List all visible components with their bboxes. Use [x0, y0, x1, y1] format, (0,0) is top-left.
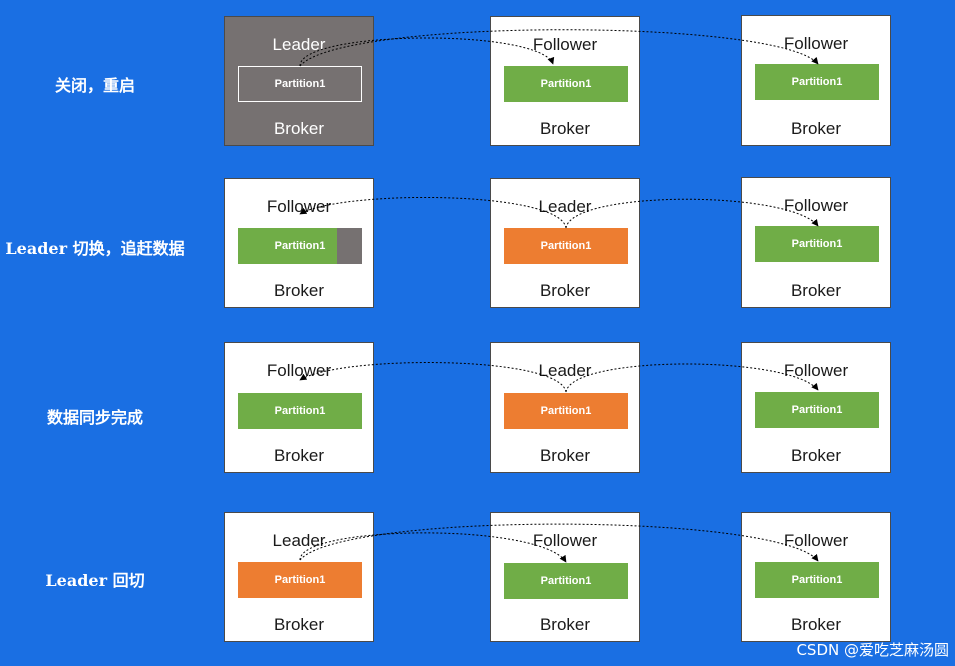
broker-name-label: Broker	[273, 615, 325, 634]
row-label-leader-switch: Leader 切换，追赶数据	[5, 239, 185, 258]
partition-block: Partition1	[238, 393, 362, 429]
broker-name-label: Broker	[790, 615, 842, 634]
broker-node: Follower Partition1 Broker	[741, 512, 891, 642]
broker-node: Leader Partition1 Broker	[490, 342, 640, 473]
broker-role-label: Follower	[783, 361, 849, 380]
broker-role-label: Leader	[272, 531, 326, 550]
broker-name-label: Broker	[539, 119, 591, 138]
row-label-leader-switch-back: Leader 回切	[45, 571, 145, 590]
broker-name-label: Broker	[273, 119, 325, 138]
broker-name-label: Broker	[539, 446, 591, 465]
partition-block: Partition1	[755, 392, 879, 428]
broker-node: Follower Partition1 Broker	[490, 16, 640, 146]
broker-name-label: Broker	[790, 119, 842, 138]
partition-block: Partition1	[238, 228, 362, 264]
partition-block: Partition1	[504, 66, 628, 102]
partition-block: Partition1	[504, 563, 628, 599]
catch-up-segment	[337, 228, 362, 264]
broker-role-label: Follower	[783, 531, 849, 550]
broker-node: Follower Partition1 Broker	[741, 177, 891, 308]
broker-node: Follower Partition1 Broker	[741, 342, 891, 473]
csdn-watermark: CSDN @爱吃芝麻汤圆	[796, 641, 949, 659]
partition-block: Partition1	[238, 562, 362, 598]
broker-role-label: Follower	[266, 361, 332, 380]
broker-name-label: Broker	[790, 281, 842, 300]
row-label-sync-complete: 数据同步完成	[46, 408, 143, 427]
partition-block: Partition1	[504, 228, 628, 264]
broker-role-label: Follower	[783, 196, 849, 215]
broker-node: Leader Partition1 Broker	[224, 512, 374, 642]
partition-block: Partition1	[755, 226, 879, 262]
broker-role-label: Leader	[272, 35, 326, 54]
row-label-restart: 关闭，重启	[54, 76, 135, 95]
partition-block: Partition1	[755, 64, 879, 100]
broker-name-label: Broker	[790, 446, 842, 465]
broker-node: Follower Partition1 Broker	[224, 178, 374, 308]
broker-role-label: Leader	[538, 197, 592, 216]
partition-block: Partition1	[755, 562, 879, 598]
broker-name-label: Broker	[273, 446, 325, 465]
broker-role-label: Follower	[532, 531, 598, 550]
broker-role-label: Follower	[266, 197, 332, 216]
broker-role-label: Leader	[538, 361, 592, 380]
broker-node: Follower Partition1 Broker	[224, 342, 374, 473]
broker-node: Leader Partition1 Broker	[490, 178, 640, 308]
broker-role-label: Follower	[532, 35, 598, 54]
broker-name-label: Broker	[539, 615, 591, 634]
broker-node: Follower Partition1 Broker	[741, 15, 891, 146]
broker-name-label: Broker	[539, 281, 591, 300]
broker-name-label: Broker	[273, 281, 325, 300]
partition-label: Partition1	[274, 240, 326, 252]
broker-node: Follower Partition1 Broker	[490, 512, 640, 642]
broker-role-label: Follower	[783, 34, 849, 53]
partition-block: Partition1	[238, 66, 362, 102]
partition-block: Partition1	[504, 393, 628, 429]
broker-node: Leader Partition1 Broker	[224, 16, 374, 146]
